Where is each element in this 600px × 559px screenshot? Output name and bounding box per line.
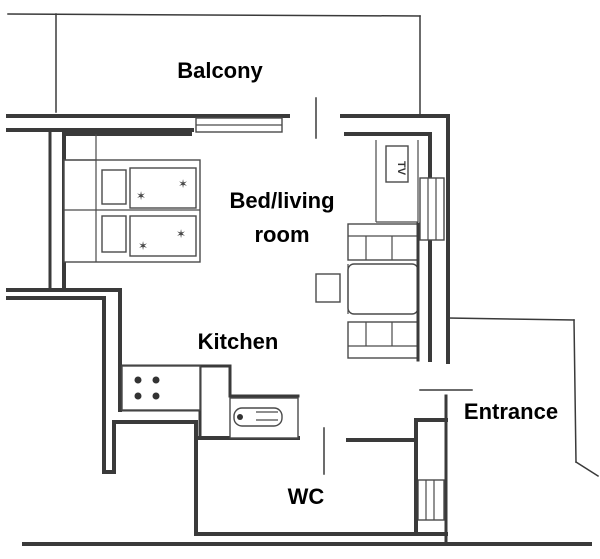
- wc-label: WC: [288, 484, 325, 509]
- right-window: [419, 177, 445, 241]
- balcony-outline: [7, 13, 421, 117]
- svg-text:✶: ✶: [178, 177, 188, 191]
- bed-living-label-line1: Bed/living: [229, 188, 334, 213]
- kitchen-sink: [229, 397, 299, 439]
- bed-living-label-line2: room: [255, 222, 310, 247]
- coffee-table: [315, 273, 341, 303]
- wc-window: [417, 479, 445, 521]
- tv-label: TV: [395, 161, 407, 176]
- tv-unit: TV: [375, 140, 419, 223]
- svg-text:✶: ✶: [136, 189, 146, 203]
- entrance-label: Entrance: [464, 399, 558, 424]
- kitchen-label: Kitchen: [198, 329, 279, 354]
- entrance-outline: [419, 317, 600, 478]
- stove: [121, 365, 201, 411]
- balcony-label: Balcony: [177, 58, 263, 83]
- bed-area: ✶ ✶ ✶ ✶: [63, 134, 201, 263]
- sofa-set: [347, 222, 420, 362]
- svg-text:✶: ✶: [138, 239, 148, 253]
- svg-text:✶: ✶: [176, 227, 186, 241]
